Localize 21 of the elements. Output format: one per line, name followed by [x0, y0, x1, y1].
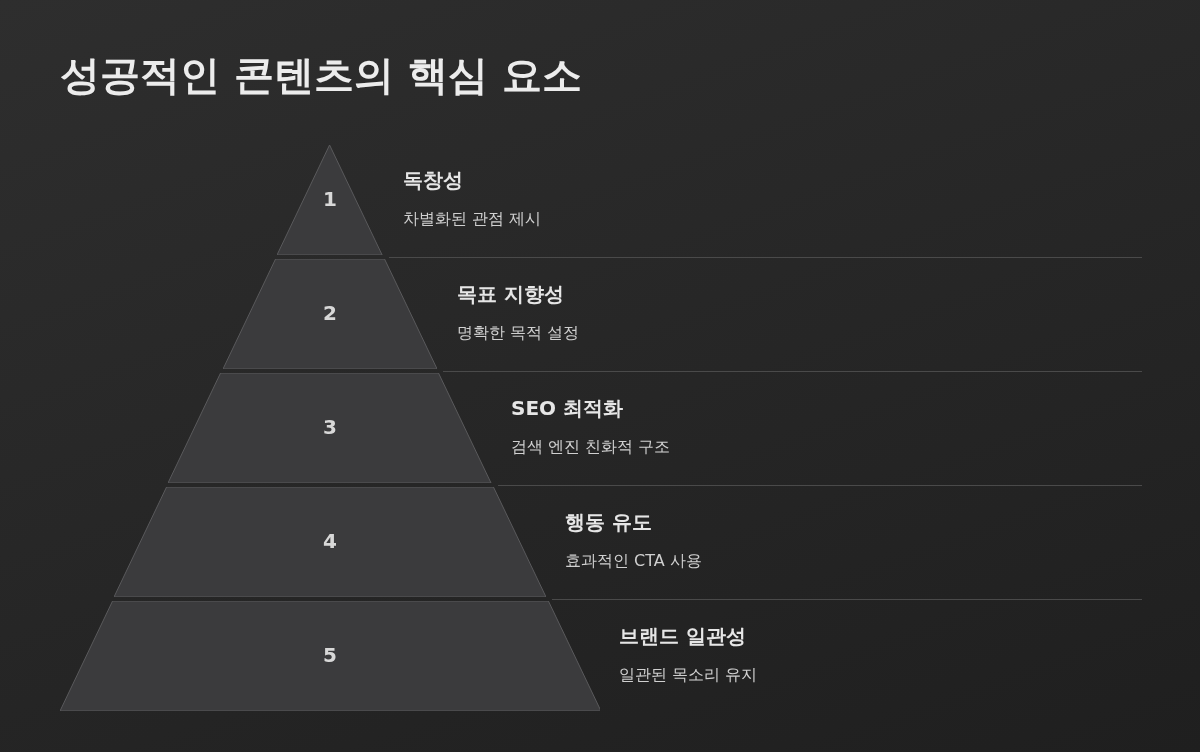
layer-heading: 행동 유도	[565, 509, 652, 536]
pyramid-layer	[222, 259, 438, 369]
layer-description: 명확한 목적 설정	[457, 323, 580, 344]
layer-number: 3	[322, 415, 338, 439]
layer-description: 효과적인 CTA 사용	[565, 551, 702, 572]
layer-number: 1	[322, 187, 338, 211]
layer-number: 4	[322, 529, 338, 553]
layer-heading: 브랜드 일관성	[619, 623, 746, 650]
pyramid-layer	[277, 145, 383, 255]
pyramid-layer	[168, 373, 492, 483]
diagram-title: 성공적인 콘텐츠의 핵심 요소	[60, 51, 582, 100]
layer-number: 5	[322, 643, 338, 667]
layer-heading: 독창성	[403, 167, 463, 194]
layer-heading: 목표 지향성	[457, 281, 564, 308]
layer-description: 일관된 목소리 유지	[619, 665, 758, 686]
layer-heading: SEO 최적화	[511, 395, 624, 422]
layer-description: 검색 엔진 친화적 구조	[511, 437, 671, 458]
layer-number: 2	[322, 301, 338, 325]
layer-description: 차별화된 관점 제시	[403, 209, 542, 230]
pyramid-layer	[114, 487, 546, 597]
pyramid-layer	[59, 601, 601, 711]
